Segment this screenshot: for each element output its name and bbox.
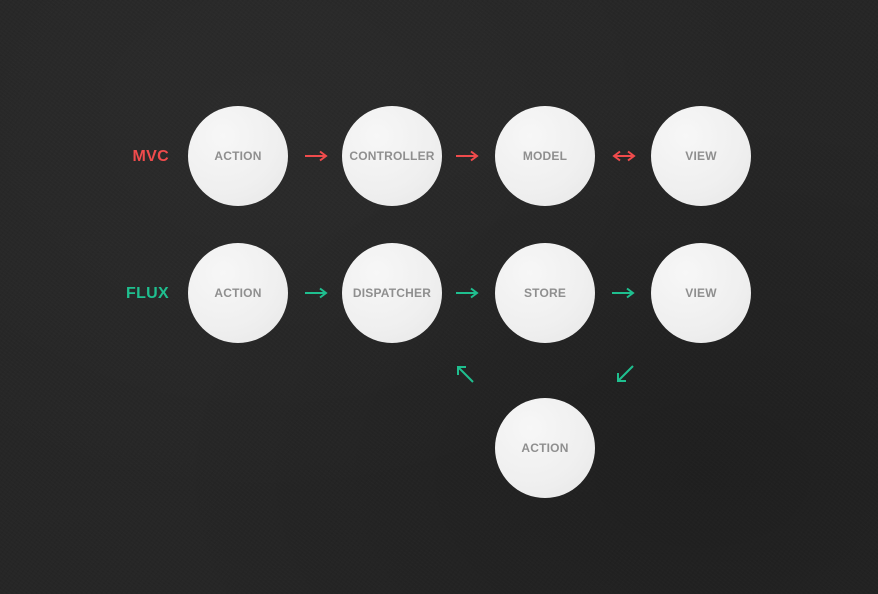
flux-arrow-action-dispatcher [304, 286, 330, 300]
flux-node-loop-action-label: ACTION [521, 441, 569, 455]
flux-node-store-label: STORE [523, 286, 567, 300]
flux-arrow-action-dispatcher-up-left [454, 363, 476, 385]
mvc-node-action: ACTION [188, 106, 288, 206]
mvc-node-controller: CONTROLLER [342, 106, 442, 206]
flux-node-action-label: ACTION [214, 286, 262, 300]
mvc-label: MVC [132, 148, 169, 165]
mvc-arrow-controller-model [455, 149, 481, 163]
flux-node-view: VIEW [651, 243, 751, 343]
mvc-node-model: MODEL [495, 106, 595, 206]
flux-node-dispatcher-label: DISPATCHER [352, 286, 432, 300]
flux-node-loop-action: ACTION [495, 398, 595, 498]
mvc-node-view: VIEW [651, 106, 751, 206]
mvc-node-action-label: ACTION [214, 149, 262, 163]
flux-node-view-label: VIEW [685, 286, 717, 300]
flux-arrow-view-action-down-left [614, 363, 636, 385]
mvc-node-model-label: MODEL [522, 149, 568, 163]
flux-arrow-store-view [611, 286, 637, 300]
flux-node-store: STORE [495, 243, 595, 343]
flux-node-action: ACTION [188, 243, 288, 343]
mvc-node-controller-label: CONTROLLER [349, 149, 435, 163]
flux-label: FLUX [126, 285, 169, 302]
mvc-arrow-action-controller [304, 149, 330, 163]
mvc-arrow-model-view-bidirectional [611, 149, 637, 163]
mvc-node-view-label: VIEW [685, 149, 717, 163]
flux-arrow-dispatcher-store [455, 286, 481, 300]
flux-node-dispatcher: DISPATCHER [342, 243, 442, 343]
